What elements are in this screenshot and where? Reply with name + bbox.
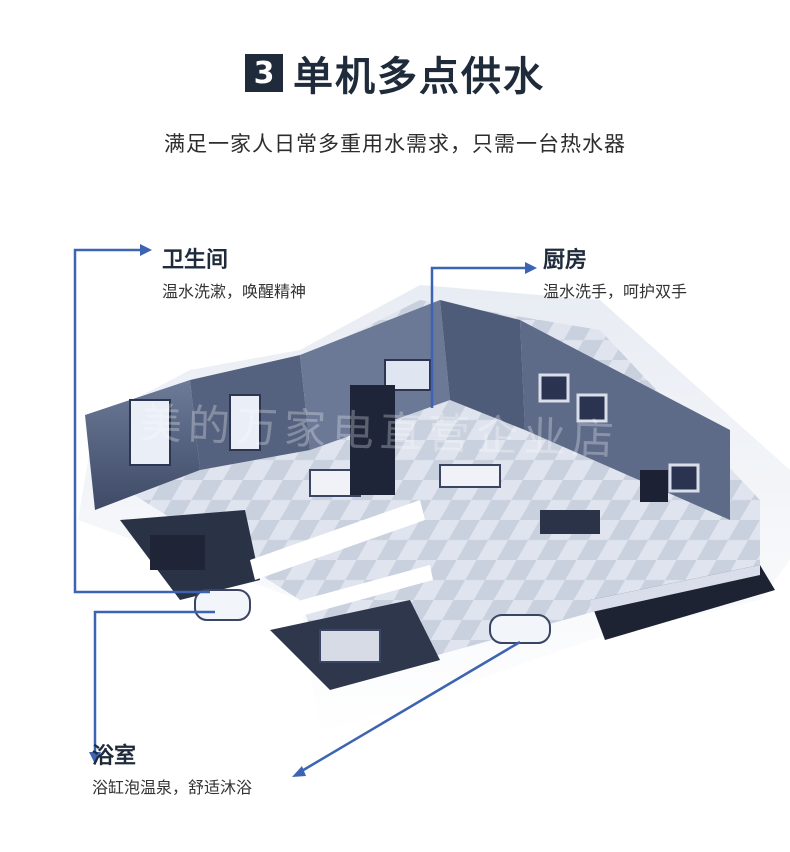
sofa <box>540 510 600 534</box>
bed-dark <box>150 535 205 570</box>
callout-arrow-bathroom <box>140 244 152 256</box>
page-subtitle: 满足一家人日常多重用水需求，只需一台热水器 <box>164 132 626 156</box>
bed <box>319 629 381 663</box>
title-row: 3 单机多点供水 <box>0 44 790 102</box>
callout-line-bath <box>93 610 215 752</box>
label-bath: 浴室 浴缸泡温泉，舒适沐浴 <box>92 738 252 798</box>
callout-line-bath-tub <box>299 640 521 774</box>
partition-1 <box>250 500 425 580</box>
label-bathroom-desc: 温水洗漱，唤醒精神 <box>162 282 307 301</box>
bathtub-2 <box>489 614 551 644</box>
label-bath-desc: 浴缸泡温泉，舒适沐浴 <box>92 778 253 797</box>
callout-arrow-kitchen <box>525 262 537 274</box>
label-bathroom-title: 卫生间 <box>162 248 229 273</box>
tv-screen <box>640 470 668 502</box>
bathtub-1 <box>194 589 251 621</box>
label-kitchen-title: 厨房 <box>543 248 588 273</box>
label-kitchen-desc: 温水洗手，呵护双手 <box>543 282 688 301</box>
callout-arrow-bath-down <box>89 752 101 764</box>
page-title: 单机多点供水 <box>293 54 545 100</box>
header: 3 单机多点供水 满足一家人日常多重用水需求，只需一台热水器 <box>0 44 790 158</box>
callout-line-bathroom <box>73 248 210 594</box>
window-mid <box>229 394 261 451</box>
balcony-rail <box>590 565 760 612</box>
callout-arrow-bath-tub <box>292 766 306 777</box>
dining-table <box>439 464 501 488</box>
wall-picture-2 <box>576 393 608 423</box>
back-wall-center <box>300 300 450 450</box>
bookshelf <box>350 385 395 495</box>
back-wall-right <box>440 300 525 430</box>
callout-line-kitchen <box>430 266 525 408</box>
partition-2 <box>265 565 433 625</box>
window-left <box>129 399 171 466</box>
wall-picture-3 <box>668 463 700 493</box>
number-badge: 3 <box>245 54 283 92</box>
balcony <box>590 565 775 640</box>
label-bathroom: 卫生间 温水洗漱，唤醒精神 <box>162 242 306 302</box>
wall-picture-1 <box>538 373 570 403</box>
label-kitchen: 厨房 温水洗手，呵护双手 <box>543 242 687 302</box>
label-bath-title: 浴室 <box>92 744 137 769</box>
